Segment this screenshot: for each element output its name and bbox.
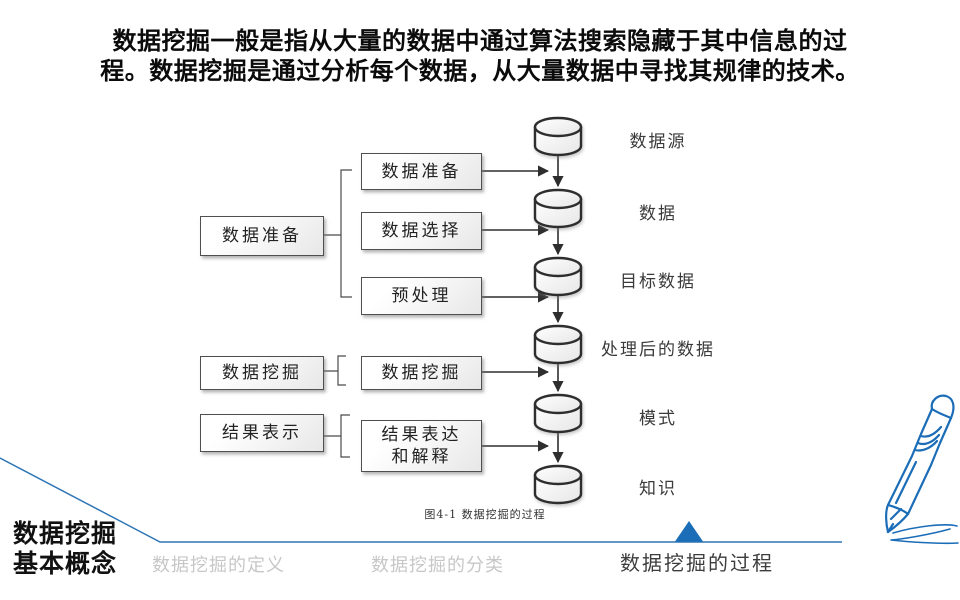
cylinder-pattern <box>533 393 583 434</box>
store-label-data-source: 数据源 <box>629 132 687 152</box>
store-label-target-data: 目标数据 <box>620 272 696 292</box>
cylinder-processed-data <box>533 324 583 365</box>
step-box-data-preparation: 数据准备 <box>361 153 482 190</box>
cylinder-data-source <box>533 116 583 157</box>
pencil-sketch-icon <box>885 394 959 545</box>
tab-data-mining-classification[interactable]: 数据挖掘的分类 <box>371 555 504 575</box>
step-box-data-mining: 数据挖掘 <box>361 356 482 390</box>
store-label-knowledge: 知识 <box>639 479 677 499</box>
phase-box-data-mining: 数据挖掘 <box>200 356 324 390</box>
active-tab-indicator-icon <box>675 521 703 542</box>
phase-box-data-preparation: 数据准备 <box>200 216 324 256</box>
step-box-preprocessing: 预处理 <box>361 277 482 315</box>
cylinder-target-data <box>533 256 583 297</box>
cylinder-knowledge <box>533 464 583 505</box>
store-label-pattern: 模式 <box>639 409 677 429</box>
section-title: 数据挖掘 基本概念 <box>13 520 118 578</box>
step-box-result-expression: 结果表达 和解释 <box>361 420 482 472</box>
store-label-processed-data: 处理后的数据 <box>601 340 715 360</box>
store-label-data: 数据 <box>639 204 677 224</box>
step-box-data-selection: 数据选择 <box>361 212 482 250</box>
step-arrow-lines <box>480 165 550 452</box>
phase-bracket-lines <box>322 169 352 458</box>
intro-paragraph: 数据挖掘一般是指从大量的数据中通过算法搜索隐藏于其中信息的过 程。数据挖掘是通过… <box>100 28 860 85</box>
cylinder-data <box>533 188 583 229</box>
figure-caption: 图4-1 数据挖掘的过程 <box>424 508 546 521</box>
phase-box-result-presentation: 结果表示 <box>200 414 324 452</box>
tab-data-mining-definition[interactable]: 数据挖掘的定义 <box>152 555 285 575</box>
tab-data-mining-process[interactable]: 数据挖掘的过程 <box>620 553 774 575</box>
